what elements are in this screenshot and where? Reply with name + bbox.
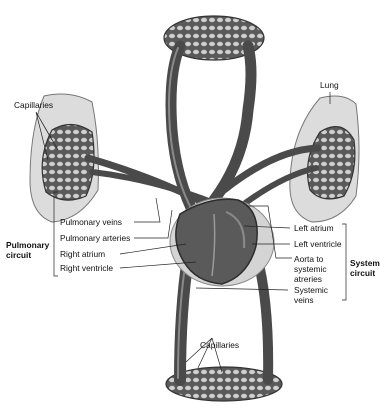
- label-right-ventricle: Right ventricle: [60, 263, 113, 273]
- leader-systemic-veins: [196, 288, 288, 290]
- leader-pulmonary-veins: [134, 198, 160, 222]
- label-aorta: Aorta to systemic atreries: [294, 254, 342, 284]
- label-systemic-veins: Systemic veins: [294, 285, 338, 305]
- leader-pulmonary-arteries: [134, 210, 172, 238]
- label-systemic-circuit: Systemi circuit: [350, 258, 380, 278]
- label-capillaries-bottom: Capillaries: [200, 340, 239, 350]
- label-left-ventricle: Left ventricle: [294, 239, 341, 249]
- label-left-atrium: Left atrium: [294, 223, 334, 233]
- label-pulmonary-veins: Pulmonary veins: [60, 217, 122, 227]
- bracket-systemic: [342, 224, 346, 300]
- label-lung: Lung: [320, 80, 339, 90]
- label-capillaries-left: Capillaries: [14, 100, 53, 110]
- label-right-atrium: Right atrium: [60, 249, 105, 259]
- label-pulmonary-arteries: Pulmonary arteries: [60, 233, 130, 243]
- label-pulmonary-circuit: Pulmonary circuit: [6, 240, 54, 260]
